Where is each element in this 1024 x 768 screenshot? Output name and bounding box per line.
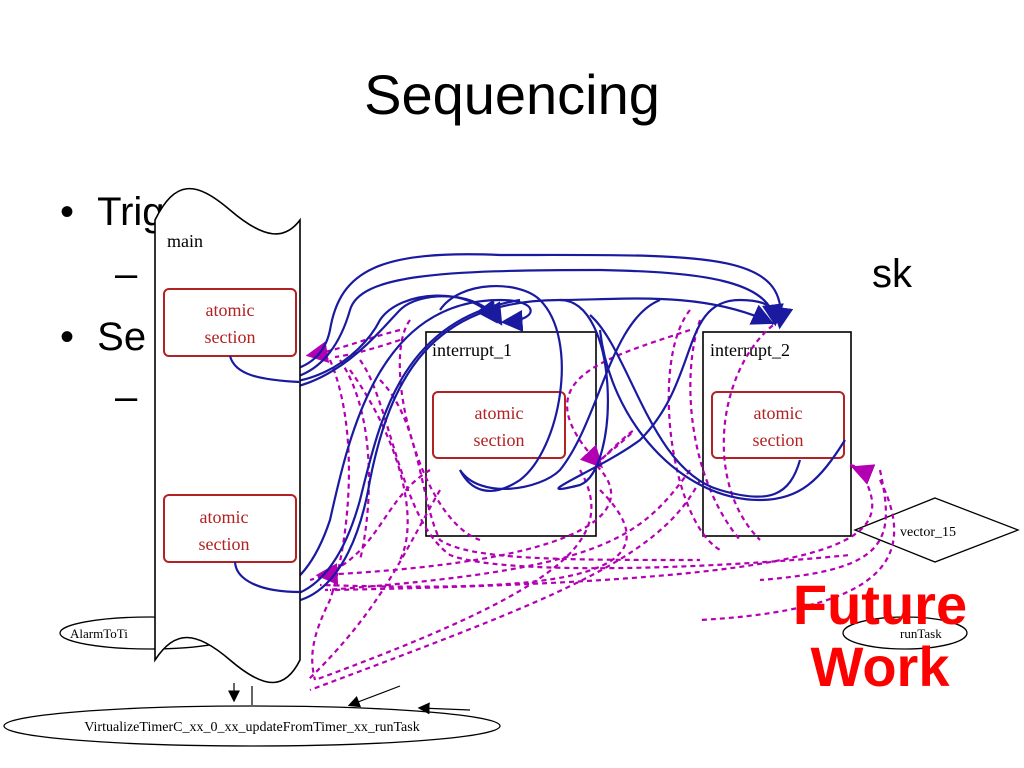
interrupt-2-atomic-line1: atomic xyxy=(754,403,803,423)
bullet-marker: – xyxy=(115,375,138,419)
bullet-2: • Se xyxy=(60,315,146,360)
interrupt-2-label: interrupt_2 xyxy=(710,340,790,360)
bullet-text: Trig xyxy=(97,190,165,234)
main-atomic-top: atomic section xyxy=(163,288,297,357)
interrupt-1-atomic-line1: atomic xyxy=(475,403,524,423)
main-atomic-bottom-line1: atomic xyxy=(200,507,249,527)
bullet-marker: • xyxy=(60,190,75,234)
bullet-text: Se xyxy=(97,315,147,359)
main-atomic-bottom: atomic section xyxy=(163,494,297,563)
main-atomic-bottom-line2: section xyxy=(199,534,250,554)
interrupt-1-box: interrupt_1 atomic section xyxy=(425,331,597,537)
interrupt-2-box: interrupt_2 atomic section xyxy=(702,331,852,537)
bullet-marker: – xyxy=(115,252,138,296)
bullet-marker: • xyxy=(60,315,75,359)
main-atomic-top-line2: section xyxy=(205,327,256,347)
sub-bullet-1-end: sk xyxy=(872,252,912,296)
interrupt-1-atomic-line2: section xyxy=(474,430,525,450)
runtask-node-label: runTask xyxy=(900,626,942,641)
blue-edge-stubs xyxy=(228,355,301,594)
virtualize-node-label: VirtualizeTimerC_xx_0_xx_updateFromTimer… xyxy=(84,720,419,735)
runtask-node: runTask xyxy=(842,616,968,650)
interrupt-2-atomic-line2: section xyxy=(753,430,804,450)
alarm-node-label: AlarmToTi xyxy=(70,626,128,641)
main-atomic-top-line1: atomic xyxy=(206,300,255,320)
main-column: main atomic section atomic section xyxy=(154,187,301,684)
virtualize-node: VirtualizeTimerC_xx_0_xx_updateFromTimer… xyxy=(3,705,501,747)
vector-node-label: vector_15 xyxy=(900,525,956,540)
bullet-1: • Trig xyxy=(60,190,165,235)
future-work-line2: Work xyxy=(810,635,950,698)
vector-node: vector_15 xyxy=(853,497,1020,563)
future-work-line1: Future xyxy=(792,573,968,636)
interrupt-1-label: interrupt_1 xyxy=(432,340,512,360)
future-work-label: Future Work xyxy=(760,574,1000,698)
slide-title: Sequencing xyxy=(364,63,660,126)
main-label: main xyxy=(167,231,203,251)
